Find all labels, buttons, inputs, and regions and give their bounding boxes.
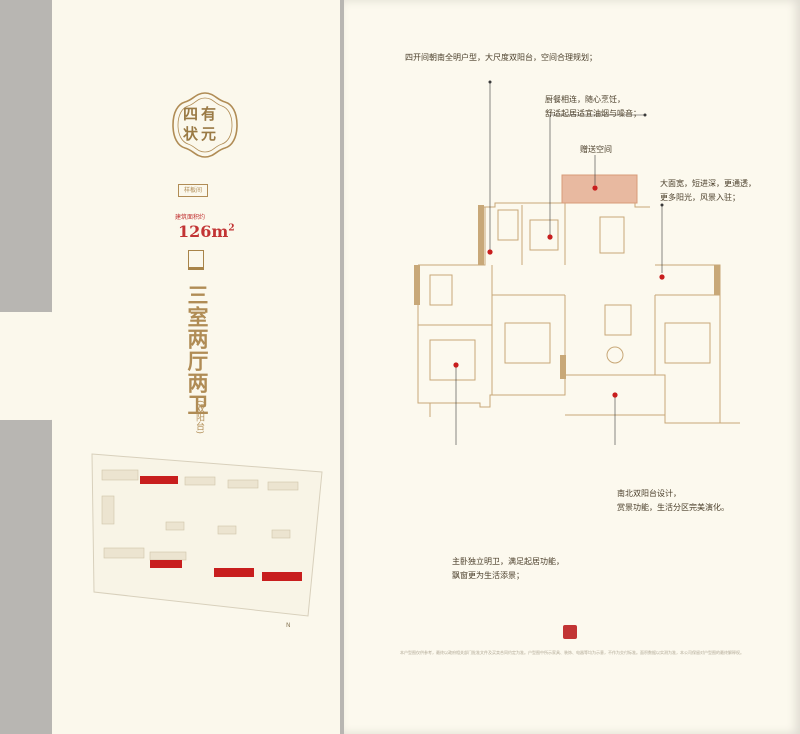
area-number: 126 [178,222,212,241]
building-block [103,547,145,559]
callout-master-line1: 主卧独立明卫，满足起居功能， [452,557,564,566]
callout-dot [592,185,598,191]
bed-icon [504,322,551,364]
door-icon [188,250,204,270]
area-unit: m [211,222,229,241]
building-block [165,521,185,531]
callout-dot [487,249,493,255]
area-value: 126m2 [178,222,235,241]
building-block [217,525,237,535]
callout-kitchen-line2: 舒适起居适宜油烟与噪音； [545,109,641,118]
right-page [344,0,800,734]
building-block [101,469,139,481]
brand-stamp-icon [563,625,577,639]
callout-kitchen-line1: 厨餐相连，随心烹饪， [545,95,625,104]
leader-end [643,113,647,117]
highlighted-building [262,572,302,581]
callout-width-line1: 大面宽，短进深，更通透， [660,179,756,188]
area-label: 建筑面积约 [175,214,206,221]
south-wall [417,265,740,424]
north-arrow: N [286,622,291,629]
bathroom-fixtures-icon [429,274,453,306]
bonus-space-area [561,174,638,204]
seal-char-1: 四 [183,105,199,123]
area-sup: 2 [228,223,235,234]
wall-thick [560,355,566,379]
building-block [184,476,216,486]
unit-subtitle: (双阳台) [194,400,204,435]
seal-char-4: 元 [201,125,217,143]
callout-dot [547,234,553,240]
leader-end [660,203,664,207]
wall-thick [414,265,420,305]
callout-layout: 四开间朝南全明户型，大尺度双阳台，空间合理规划； [405,53,597,62]
west-wall [418,207,486,266]
bed-icon [429,339,476,381]
highlighted-building [214,568,254,577]
callout-balcony-line1: 南北双阳台设计， [617,489,681,498]
leader-end [488,80,492,84]
seal-char-2: 有 [201,105,217,123]
building-block [101,495,115,525]
highlighted-building [140,476,178,484]
callout-dot [612,392,618,398]
brand-seal-icon [172,92,238,158]
callout-dot [453,362,459,368]
leader-line [455,365,457,445]
callout-master-line2: 飘窗更为生活添景； [452,571,524,580]
site-plan-map [91,453,323,617]
building-block [227,479,259,489]
kitchen-counter-icon [529,219,559,251]
callout-width-line2: 更多阳光，风景入驻； [660,193,740,202]
wall-thick [714,265,720,295]
dining-table-icon [599,216,625,254]
sofa-icon [604,304,632,336]
leader-line [614,395,616,445]
coffee-table-icon [606,346,624,364]
callout-bonus-space: 赠送空间 [580,145,612,154]
callout-dot [659,274,665,280]
callout-balcony-line2: 赏景功能，生活分区完美演化。 [617,503,729,512]
building-block [149,551,187,561]
seal-char-3: 状 [183,125,199,143]
disclaimer-text: 本户型图仅供参考，最终以政府相关部门批准文件及买卖合同约定为准。户型图中所示家具… [400,650,744,655]
unit-tag: 样板间 [178,184,208,197]
leader-line [549,114,645,235]
page-tab-cutout [0,312,104,420]
building-block [267,481,299,491]
unit-title: 三室两厅两卫 [185,284,210,416]
floor-plan-drawing [414,80,740,445]
bed-icon [664,322,711,364]
building-block [271,529,291,539]
highlighted-building [150,560,182,568]
bathroom-fixtures-icon [497,209,519,241]
wall-thick [478,205,484,265]
